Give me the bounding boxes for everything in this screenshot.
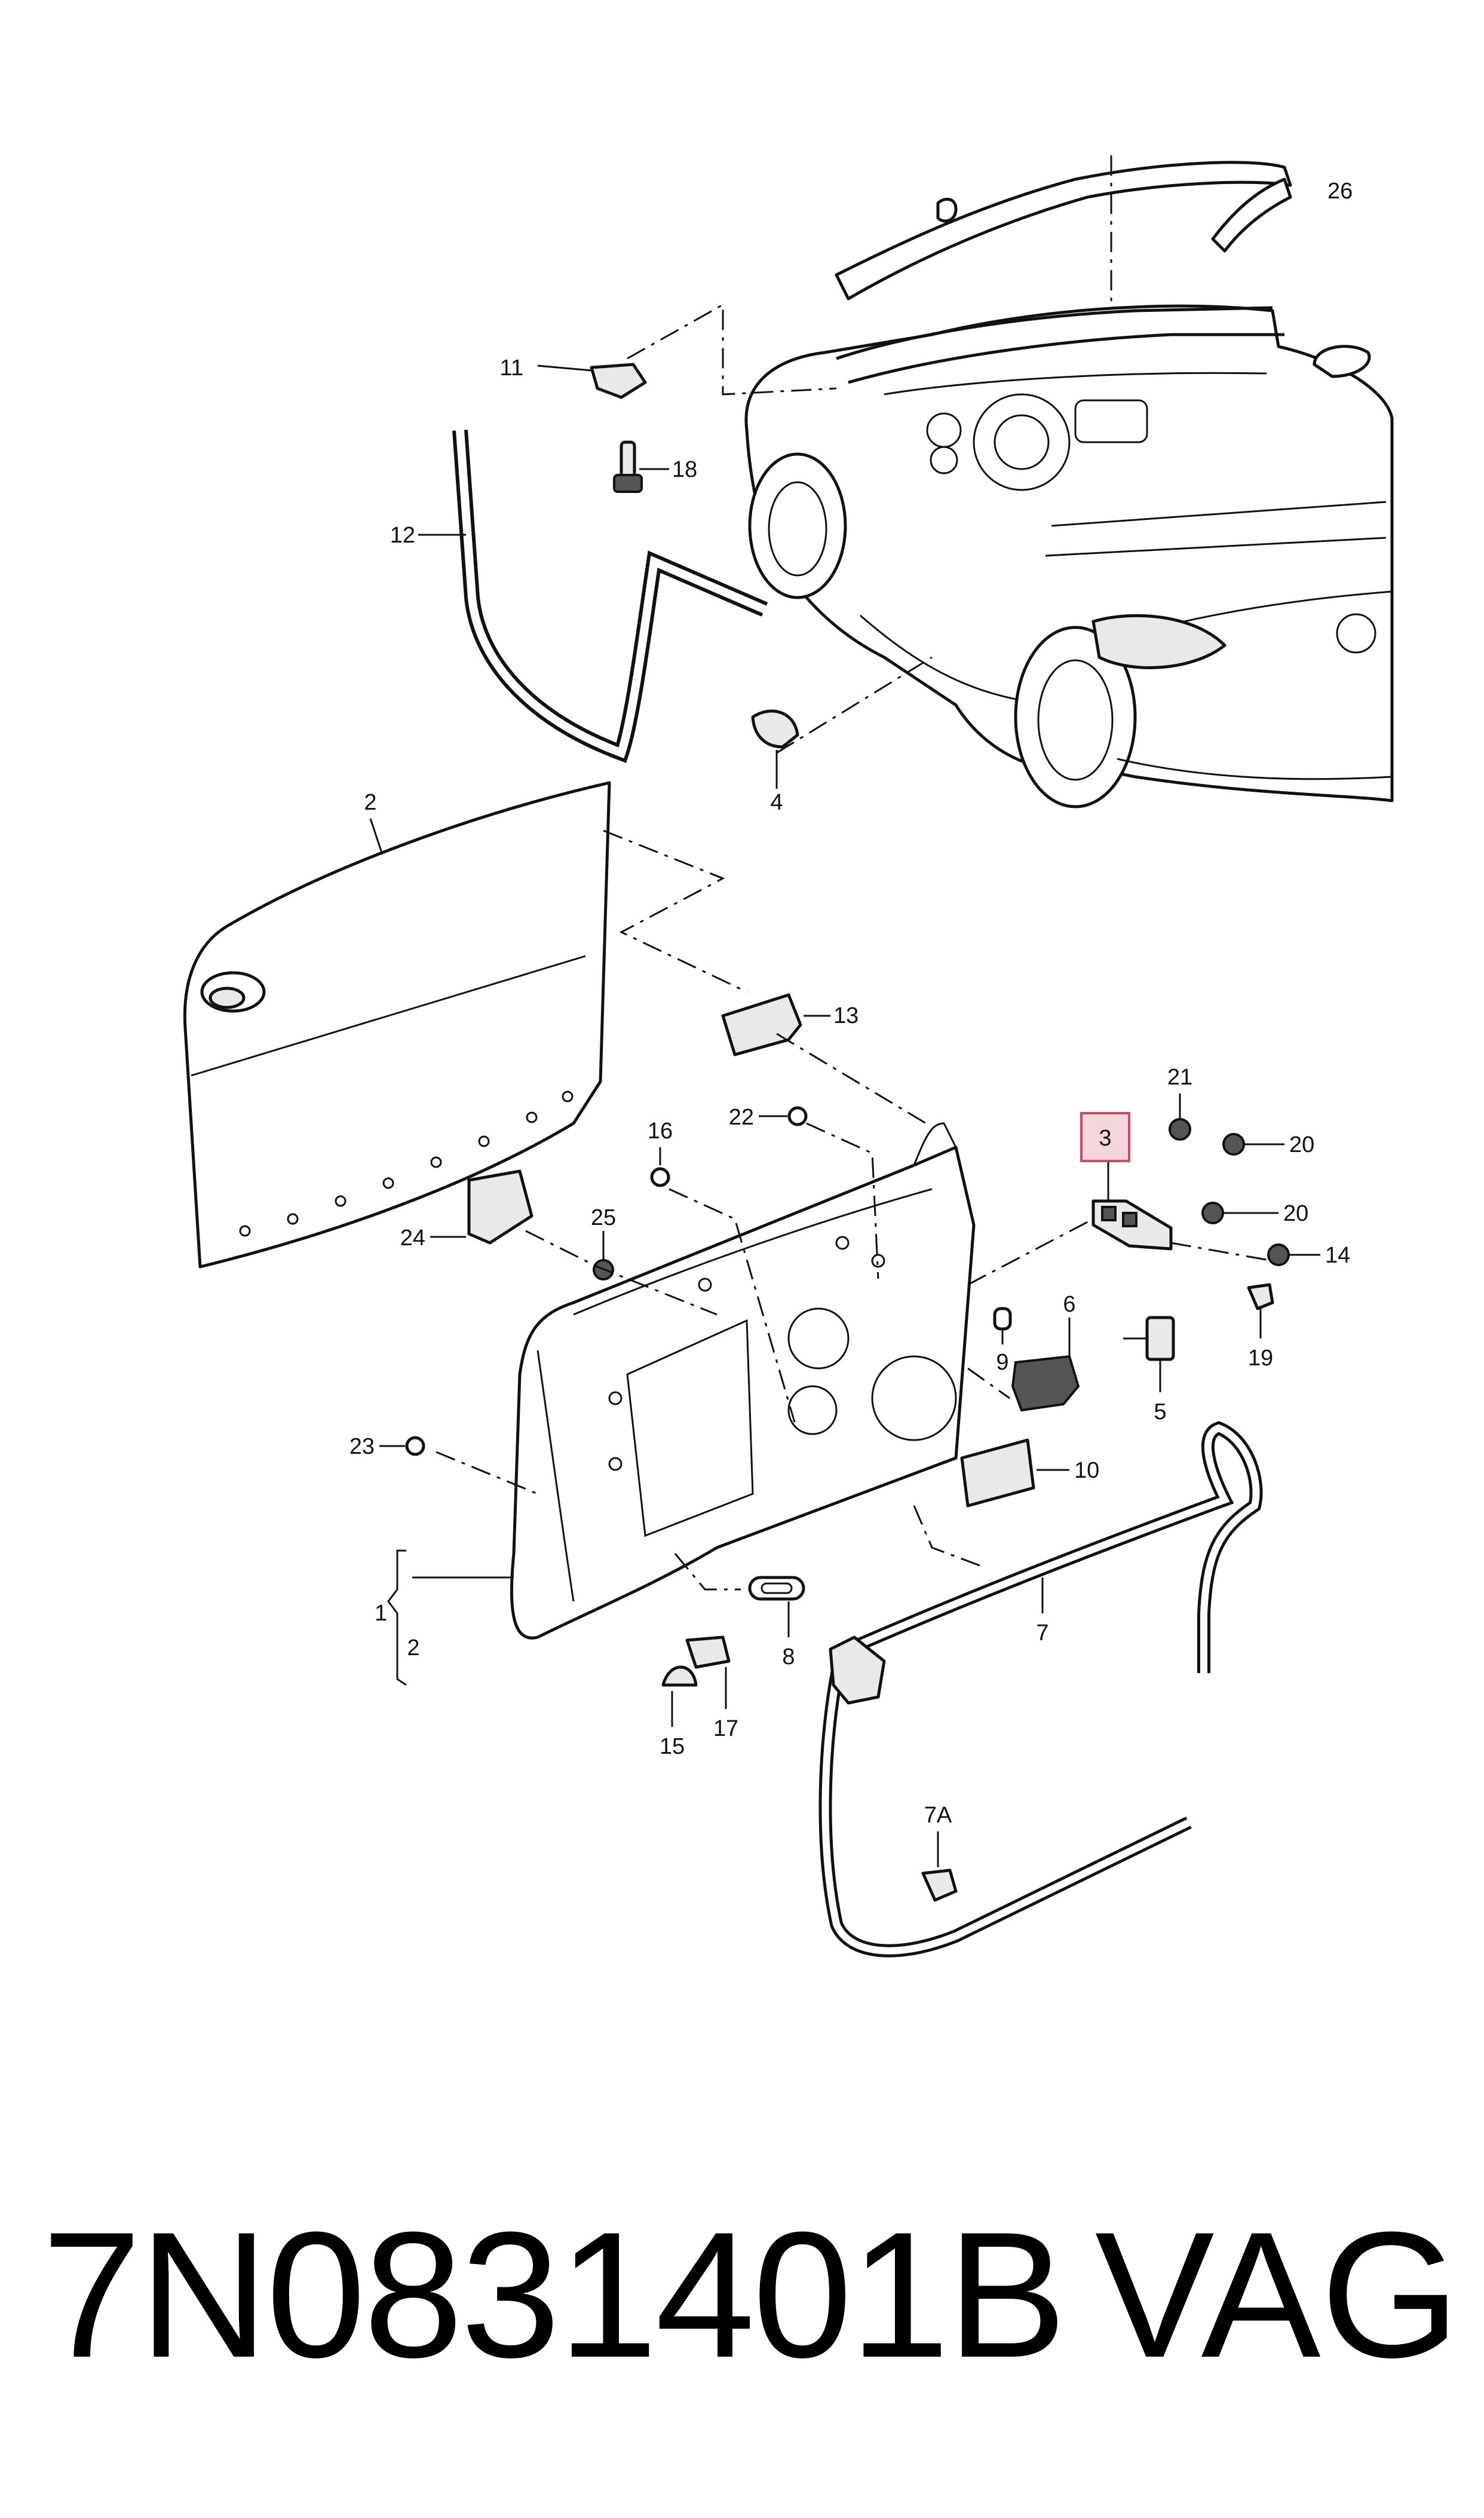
- label-6: 6: [1063, 1292, 1075, 1317]
- label-3: 3: [1099, 1126, 1111, 1151]
- part-7-door-seal: [818, 1421, 1263, 1958]
- part-24-check-strap: [430, 1169, 533, 1245]
- part-7a-clip: [921, 1831, 958, 1902]
- brand-name: VAG: [1094, 2194, 1460, 2395]
- label-26: 26: [1327, 179, 1353, 204]
- label-7: 7: [1036, 1621, 1048, 1646]
- part-15-bumper: [661, 1665, 698, 1727]
- label-13: 13: [833, 1003, 858, 1028]
- label-8: 8: [782, 1644, 795, 1670]
- assembly-leader-lines: [436, 155, 1273, 1591]
- label-20-lower: 20: [1283, 1201, 1308, 1226]
- label-11: 11: [500, 356, 523, 381]
- label-21: 21: [1167, 1065, 1192, 1090]
- label-18: 18: [672, 457, 697, 482]
- label-7a: 7A: [924, 1803, 952, 1828]
- label-19: 19: [1248, 1346, 1273, 1371]
- part-9-plug: [993, 1307, 1012, 1344]
- label-9: 9: [996, 1350, 1008, 1375]
- part-5-check-link: [1123, 1316, 1175, 1392]
- part-12-window-seal: [418, 430, 768, 763]
- label-15: 15: [660, 1734, 685, 1759]
- label-4: 4: [770, 790, 783, 815]
- label-17: 17: [713, 1716, 738, 1741]
- label-23: 23: [349, 1434, 375, 1459]
- part-16-grommet: [650, 1147, 670, 1187]
- part-1-door-frame: [510, 1122, 976, 1640]
- part-20-screw-upper: [1222, 1133, 1284, 1156]
- part-number: 7N0831401B: [42, 2194, 1067, 2395]
- part-8-seal-grommet: [748, 1576, 805, 1637]
- bracket-1-2: [387, 1549, 407, 1686]
- part-4-bumper: [751, 709, 799, 789]
- callout-labels: 26 11 18 12 4 2 13 21 16 22 3 20 20 25 2…: [349, 179, 1353, 1828]
- part-23-grommet: [379, 1436, 425, 1456]
- part-11-clip: [537, 363, 647, 399]
- part-20-screw-lower: [1201, 1202, 1278, 1224]
- label-12: 12: [390, 523, 415, 548]
- part-10-insulation-pad: [960, 1438, 1069, 1508]
- exploded-parts-diagram: 26 11 18 12 4 2 13 21 16 22 3 20 20 25 2…: [183, 155, 1394, 1958]
- part-2-door-skin: [183, 781, 611, 1269]
- label-24: 24: [400, 1226, 425, 1251]
- part-22-grommet: [759, 1106, 808, 1126]
- part-6-striker-cover: [1011, 1318, 1080, 1412]
- part-17-bracket: [685, 1635, 731, 1709]
- part-21-screw: [1169, 1093, 1191, 1141]
- label-20-upper: 20: [1289, 1132, 1314, 1157]
- label-1-2: 2: [407, 1635, 419, 1661]
- label-16: 16: [648, 1119, 673, 1144]
- part-18-bolt: [613, 440, 669, 493]
- car-illustration: [744, 161, 1394, 808]
- part-3-door-hinge: [1080, 1112, 1173, 1251]
- label-22: 22: [729, 1105, 754, 1130]
- label-1: 1: [375, 1601, 387, 1626]
- label-2: 2: [364, 790, 376, 815]
- part-14-screw: [1267, 1243, 1320, 1266]
- label-10: 10: [1074, 1458, 1099, 1483]
- label-5: 5: [1154, 1399, 1166, 1425]
- label-25: 25: [591, 1205, 616, 1230]
- part-19-clip: [1247, 1283, 1274, 1338]
- label-14: 14: [1325, 1243, 1350, 1268]
- part-13-door-handle: [721, 993, 830, 1056]
